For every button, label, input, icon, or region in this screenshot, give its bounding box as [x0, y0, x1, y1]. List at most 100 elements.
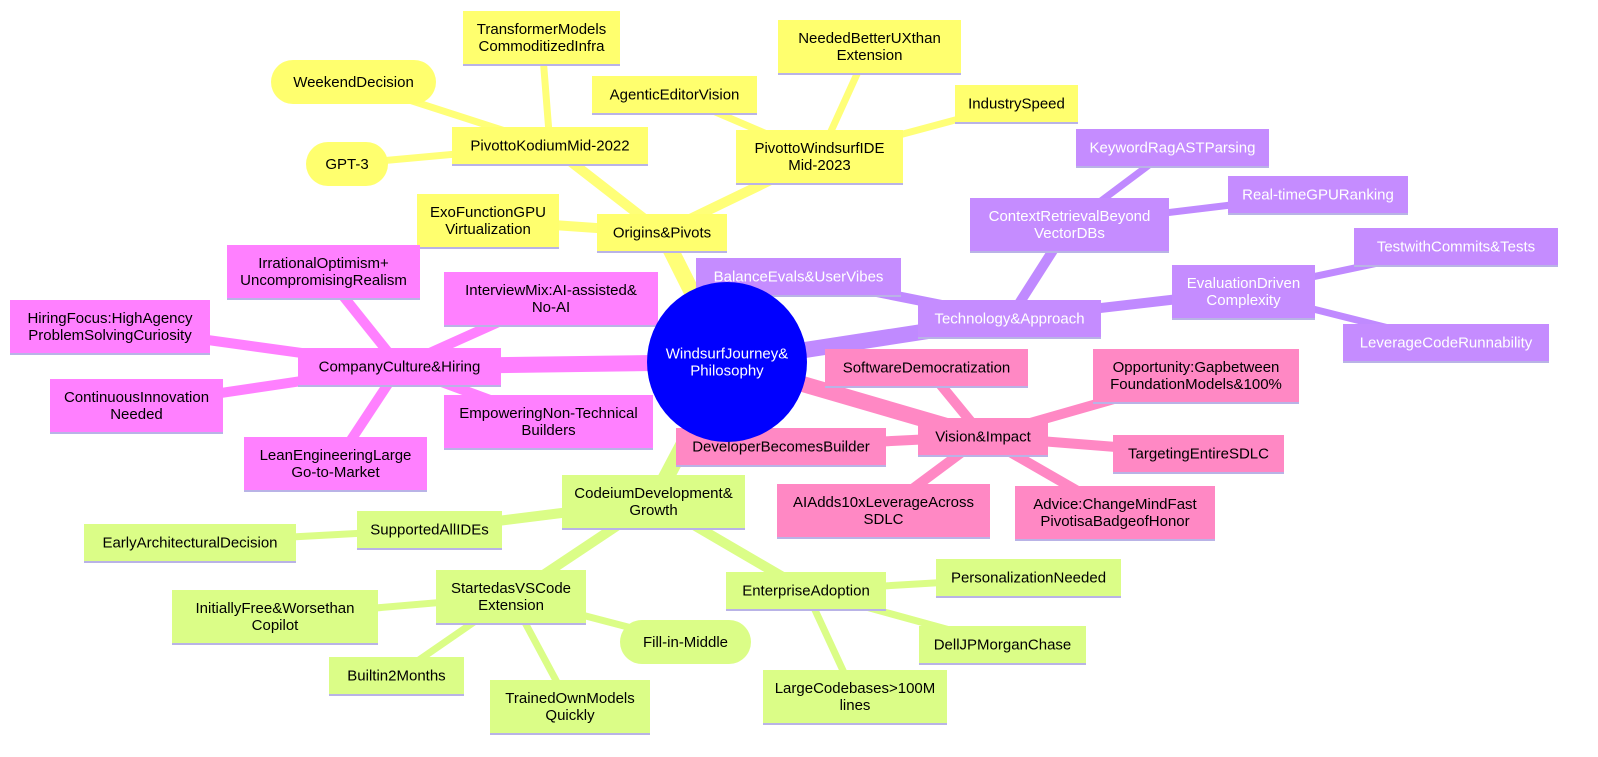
- node-underline: [955, 121, 1078, 124]
- node-underline: [1343, 360, 1549, 363]
- node-box: [620, 620, 751, 664]
- node-label-line: LeanEngineeringLarge: [260, 447, 412, 464]
- node-box: [227, 245, 420, 298]
- node-box: [357, 511, 502, 548]
- node-label-line: lines: [840, 697, 871, 714]
- node-label-line: EvaluationDriven: [1187, 275, 1300, 292]
- node-label-line: Technology&Approach: [934, 311, 1084, 328]
- node-label-line: SoftwareDemocratization: [843, 360, 1011, 377]
- node-underline: [452, 163, 648, 166]
- node-box: [825, 349, 1028, 386]
- node-box: [172, 590, 378, 643]
- node-label-line: PivottoWindsurfIDE: [754, 140, 884, 157]
- node-label-line: WeekendDecision: [293, 74, 414, 91]
- node-label-line: Mid-2023: [788, 157, 851, 174]
- node-label-line: Fill-in-Middle: [643, 634, 728, 651]
- node-label-line: IndustrySpeed: [968, 96, 1065, 113]
- node-label-line: KeywordRagASTParsing: [1090, 140, 1256, 157]
- node-delljpmorganchase: DellJPMorganChase: [919, 626, 1086, 665]
- node-label-line: CommoditizedInfra: [479, 38, 606, 55]
- node-opportunity-gapbetween-foundationmodels-100: Opportunity:GapbetweenFoundationModels&1…: [1093, 349, 1299, 404]
- node-box: [84, 524, 296, 561]
- node-label-line: Virtualization: [445, 221, 531, 238]
- node-label-line: TestwithCommits&Tests: [1377, 239, 1535, 256]
- node-box: [244, 437, 427, 490]
- node-hiringfocus-highagency-problemsolvingcuriosity: HiringFocus:HighAgencyProblemSolvingCuri…: [10, 300, 210, 355]
- node-box: [592, 76, 757, 113]
- node-leveragecoderunnability: LeverageCodeRunnability: [1343, 324, 1549, 363]
- node-underline: [1228, 212, 1408, 215]
- node-underline: [50, 431, 223, 434]
- node-underline: [778, 72, 961, 75]
- node-label-line: Opportunity:Gapbetween: [1113, 359, 1280, 376]
- node-label-line: UncompromisingRealism: [240, 272, 407, 289]
- node-box: [298, 348, 501, 385]
- node-pivottokodiummid-2022: PivottoKodiumMid-2022: [452, 127, 648, 166]
- node-box: [490, 680, 650, 733]
- node-box: [1343, 324, 1549, 361]
- node-label-line: BalanceEvals&UserVibes: [714, 269, 884, 286]
- node-label-line: LeverageCodeRunnability: [1360, 335, 1533, 352]
- node-box: [1093, 349, 1299, 402]
- root-label-line: Philosophy: [690, 363, 764, 380]
- node-label-line: ProblemSolvingCuriosity: [28, 327, 192, 344]
- node-fill-in-middle: Fill-in-Middle: [620, 620, 751, 664]
- node-testwithcommits-tests: TestwithCommits&Tests: [1354, 228, 1558, 267]
- node-underline: [298, 384, 501, 387]
- node-underline: [592, 112, 757, 115]
- node-label-line: InitiallyFree&Worsethan: [196, 600, 355, 617]
- node-label-line: Origins&Pivots: [613, 225, 711, 242]
- node-underline: [10, 352, 210, 355]
- node-agenticeditorvision: AgenticEditorVision: [592, 76, 757, 115]
- node-label-line: AIAdds10xLeverageAcross: [793, 494, 974, 511]
- node-box: [1076, 129, 1269, 166]
- node-label-line: AgenticEditorVision: [610, 87, 740, 104]
- node-box: [452, 127, 648, 164]
- node-label-line: CodeiumDevelopment&: [574, 485, 732, 502]
- node-underline: [490, 732, 650, 735]
- node-underline: [329, 693, 464, 696]
- node-label-line: ExoFunctionGPU: [430, 204, 546, 221]
- node-underline: [436, 622, 586, 625]
- node-targetingentiresdlc: TargetingEntireSDLC: [1113, 435, 1284, 474]
- node-label-line: CompanyCulture&Hiring: [319, 359, 481, 376]
- node-underline: [597, 250, 727, 253]
- node-underline: [444, 324, 658, 327]
- node-label-line: Copilot: [252, 617, 300, 634]
- node-advice-changemindfast-pivotisabadgeofhonor: Advice:ChangeMindFastPivotisaBadgeofHono…: [1015, 486, 1215, 541]
- node-box: [777, 484, 990, 537]
- node-underline: [676, 464, 886, 467]
- node-label-line: TargetingEntireSDLC: [1128, 446, 1269, 463]
- node-box: [1172, 265, 1315, 318]
- node-enterpriseadoption: EnterpriseAdoption: [726, 572, 886, 611]
- node-underline: [736, 182, 903, 185]
- node-label-line: NeededBetterUXthan: [798, 30, 941, 47]
- node-box: [936, 559, 1121, 596]
- node-box: [1113, 435, 1284, 472]
- node-label-line: HiringFocus:HighAgency: [27, 310, 193, 327]
- node-vision-impact: Vision&Impact: [918, 418, 1048, 457]
- node-box: [763, 670, 947, 723]
- node-label-line: Growth: [629, 502, 677, 519]
- node-underline: [1354, 264, 1558, 267]
- node-companyculture-hiring: CompanyCulture&Hiring: [298, 348, 501, 387]
- node-technology-approach: Technology&Approach: [918, 300, 1101, 339]
- node-softwaredemocratization: SoftwareDemocratization: [825, 349, 1028, 388]
- node-irrationaloptimism-uncompromisingrealism: IrrationalOptimism+UncompromisingRealism: [227, 245, 420, 300]
- node-underline: [172, 642, 378, 645]
- node-box: [562, 475, 745, 528]
- node-interviewmix-ai-assisted-no-ai: InterviewMix:AI-assisted&No-AI: [444, 272, 658, 327]
- node-label-line: VectorDBs: [1034, 225, 1105, 242]
- node-label-line: Extension: [478, 597, 544, 614]
- node-box: [1228, 176, 1408, 213]
- node-box: [970, 198, 1169, 251]
- node-underline: [918, 454, 1048, 457]
- node-underline: [777, 536, 990, 539]
